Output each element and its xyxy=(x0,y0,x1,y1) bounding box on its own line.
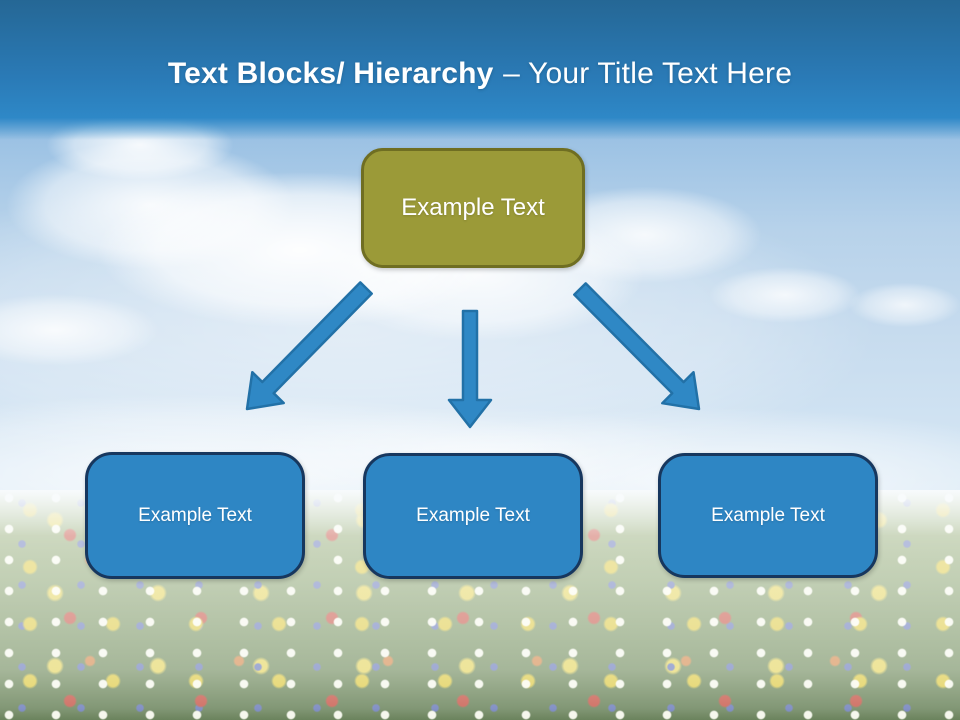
child-node-2-label: Example Text xyxy=(416,505,530,526)
child-node-2[interactable]: Example Text xyxy=(363,453,583,579)
header-band xyxy=(0,0,960,140)
root-node-label: Example Text xyxy=(401,194,545,221)
arrow-down-left-icon[interactable] xyxy=(245,281,373,411)
child-node-3-label: Example Text xyxy=(711,504,825,526)
title-subtext: – Your Title Text Here xyxy=(503,57,793,90)
slide-title: Text Blocks/ Hierarchy – Your Title Text … xyxy=(0,57,960,91)
child-node-1[interactable]: Example Text xyxy=(85,452,305,579)
root-node[interactable]: Example Text xyxy=(361,148,585,268)
arrow-down-icon[interactable] xyxy=(447,309,493,429)
arrow-down-right-icon[interactable] xyxy=(573,282,701,411)
child-node-1-label: Example Text xyxy=(138,504,252,526)
child-node-3[interactable]: Example Text xyxy=(658,453,878,578)
title-emphasis: Text Blocks/ Hierarchy xyxy=(167,57,494,90)
